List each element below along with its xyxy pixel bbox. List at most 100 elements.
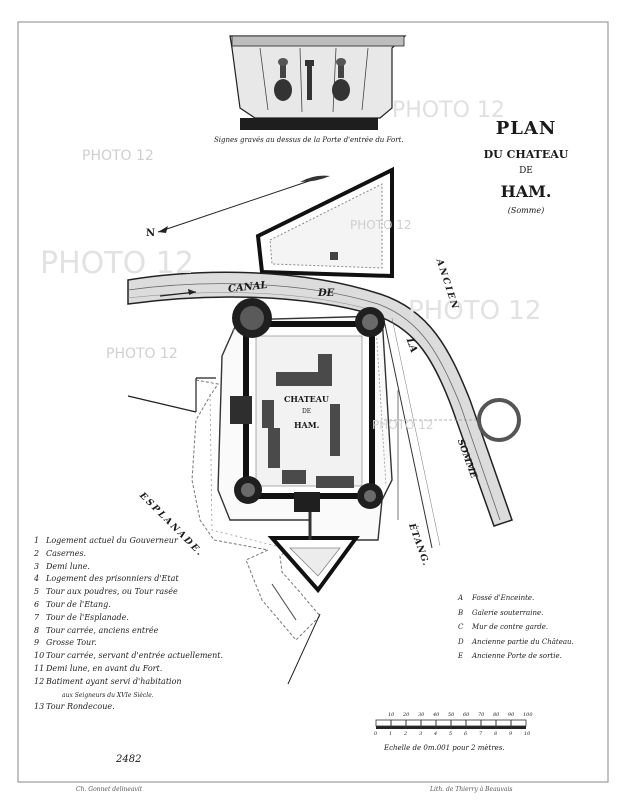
- legend-letter-key: A: [458, 594, 464, 602]
- north-label: N: [146, 228, 156, 239]
- legend-number-text: Logement des prisonniers d'Etat: [46, 574, 179, 584]
- legend-number-item: 8 Tour carrée, anciens entrée: [34, 626, 158, 635]
- purse-emblem-left-icon: [274, 58, 292, 101]
- chateau-label-2: DE: [302, 408, 312, 415]
- scale-tick-label: 7: [479, 731, 483, 737]
- chateau-label-3: HAM.: [294, 420, 320, 430]
- scale-tick-label: 9: [509, 731, 513, 737]
- watermark-2: PHOTO 12: [40, 246, 194, 281]
- scale-tick-label: 100: [523, 712, 533, 718]
- legend-number-text: aux Seigneurs du XVIe Siècle.: [62, 691, 154, 699]
- legend-number-key: 10: [34, 651, 45, 661]
- legend-letter-text: Ancienne partie du Château.: [472, 637, 574, 646]
- scale-caption: Echelle de 0m.001 pour 2 mètres.: [384, 744, 505, 752]
- legend-letter-text: Mur de contre garde.: [472, 623, 549, 631]
- legend-number-item: aux Seigneurs du XVIe Siècle.: [50, 690, 154, 699]
- tower-9-grosse-tour: [232, 298, 272, 338]
- legend-number-key: 7: [34, 612, 40, 622]
- title-du-chateau: DU CHATEAU: [483, 148, 569, 161]
- scale-bar: [375, 719, 527, 729]
- legend-number-text: Batiment ayant servi d'habitation: [46, 676, 182, 686]
- legend-number-key: 4: [34, 574, 40, 584]
- key-emblem-icon: [305, 60, 314, 100]
- legend-number-text: Tour carrée, servant d'entrée actuelleme…: [46, 651, 224, 661]
- legend-letter-item: D Ancienne partie du Château.: [458, 638, 574, 646]
- scale-tick-label: 1: [389, 731, 393, 737]
- scale-tick-label: 5: [449, 731, 453, 737]
- scale-tick-label: 90: [508, 712, 515, 718]
- title-de: DE: [519, 166, 533, 176]
- legend-letter-text: Galerie souterraine.: [472, 608, 544, 617]
- legend-number-text: Logement actuel du Gouverneur: [46, 536, 178, 545]
- canal-de-la-somme: [127, 271, 513, 549]
- scale-tick-label: 6: [464, 731, 468, 737]
- legend-number-item: 1 Logement actuel du Gouverneur: [34, 536, 178, 545]
- legend-number-text: Grosse Tour.: [46, 638, 97, 648]
- scale-tick-label: 4: [434, 731, 438, 737]
- demi-lune-11: [267, 512, 360, 594]
- scale-tick-label: 80: [493, 712, 500, 718]
- legend-number-item: 3 Demi lune.: [34, 562, 90, 571]
- canal-de-label: DE: [318, 288, 335, 299]
- legend-letter-key: B: [458, 608, 464, 617]
- tower-6-etang: [357, 483, 383, 509]
- scale-tick-label: 0: [374, 731, 378, 737]
- legend-number-text: Demi lune, en avant du Fort.: [46, 664, 163, 673]
- tower-5-poudres: [355, 307, 385, 337]
- legend-number-text: Tour aux poudres, ou Tour rasée: [46, 587, 178, 597]
- scale-tick-label: 30: [418, 712, 425, 718]
- scale-tick-label: 2: [404, 731, 408, 737]
- legend-number-item: 9 Grosse Tour.: [34, 638, 97, 647]
- title-somme: (Somme): [507, 206, 545, 215]
- legend-number-key: 9: [34, 638, 40, 648]
- purse-emblem-right-icon: [332, 58, 350, 101]
- tower-10-entree: [294, 492, 320, 512]
- inscription-stone: [229, 35, 407, 130]
- legend-letter-key: E: [458, 652, 464, 660]
- legend-number-key: 3: [34, 561, 40, 571]
- scale-tick-label: 3: [419, 731, 423, 737]
- legend-letter-item: A Fossé d'Enceinte.: [458, 594, 534, 602]
- legend-number-text: Tour carrée, anciens entrée: [46, 625, 159, 635]
- legend-letter-text: Fossé d'Enceinte.: [472, 594, 535, 602]
- watermark-5: PHOTO 12: [350, 218, 412, 232]
- legend-number-key: 13: [34, 702, 45, 712]
- legend-letter-text: Ancienne Porte de sortie.: [472, 652, 562, 660]
- demi-lune-3: [255, 166, 394, 279]
- scale-tick-label: 50: [448, 712, 455, 718]
- scale-tick-label: 20: [403, 712, 410, 718]
- legend-number-item: 5 Tour aux poudres, ou Tour rasée: [34, 587, 178, 596]
- legend-number-text: Tour Rondecoue.: [46, 702, 115, 712]
- legend-number-key: 1: [34, 536, 40, 545]
- legend-number-text: Demi lune.: [46, 561, 90, 571]
- legend-number-key: 12: [34, 676, 45, 686]
- credit-right: Lith. de Thierry à Beauvais: [430, 786, 513, 793]
- legend-number-text: Tour de l'Etang.: [46, 600, 111, 609]
- legend-number-key: 8: [34, 625, 40, 635]
- inscription-caption: Signes gravés au dessus de la Porte d'en…: [214, 136, 404, 144]
- legend-letter-item: E Ancienne Porte de sortie.: [458, 652, 562, 660]
- scale-tick-label: 10: [524, 731, 531, 737]
- legend-number-key: 11: [34, 664, 45, 673]
- legend-letter-key: D: [458, 637, 464, 646]
- scale-tick-label: 10: [388, 712, 395, 718]
- title-plan: PLAN: [495, 118, 557, 139]
- watermark-1: PHOTO 12: [82, 148, 154, 164]
- legend-number-item: 4 Logement des prisonniers d'Etat: [34, 574, 179, 583]
- legend-number-key: 5: [34, 587, 40, 597]
- legend-letter-item: B Galerie souterraine.: [458, 609, 543, 617]
- plate-number: 2482: [116, 754, 142, 765]
- scale-tick-label: 40: [433, 712, 440, 718]
- watermark-6: PHOTO 12: [408, 296, 542, 326]
- legend-number-text: Tour de l'Esplanade.: [46, 612, 129, 622]
- chateau-label-1: CHATEAU: [284, 394, 329, 404]
